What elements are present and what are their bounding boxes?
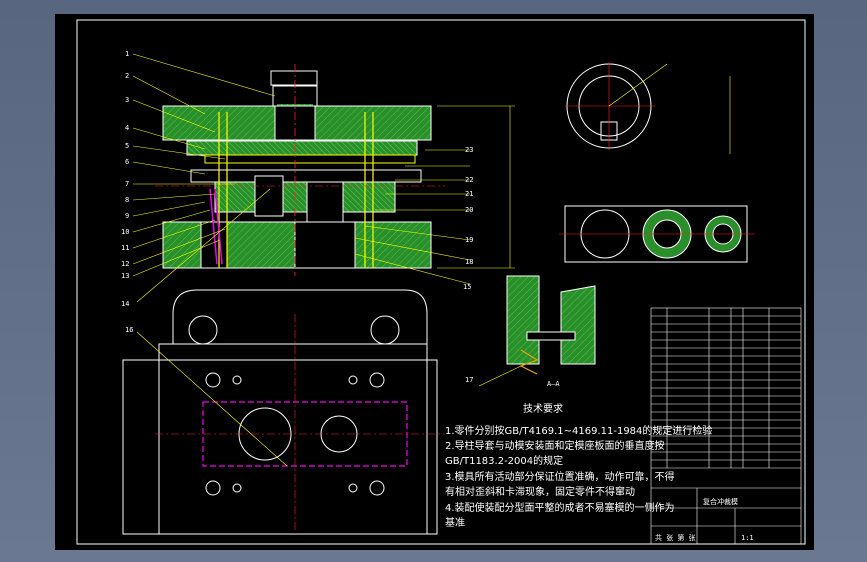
svg-text:3: 3 [125,96,129,104]
tech-req-line-5: 有相对歪斜和卡滞现象，固定零件不得窜动 [445,485,635,498]
technical-requirements: 技术要求 1.零件分别按GB/T4169.1~4169.11-1984的规定进行… [445,402,712,529]
section-label: A—A [547,380,560,388]
svg-text:17: 17 [465,376,473,384]
section-a-a: A—A [478,275,596,388]
tech-req-line-3: GB/T1183.2-2004的规定 [445,454,563,467]
title-block-scale: 1:1 [741,534,754,542]
svg-text:12: 12 [121,260,129,268]
drawing-frame [76,19,806,545]
svg-text:7: 7 [125,180,129,188]
title-block [650,307,802,545]
plan-view [122,289,445,535]
svg-text:6: 6 [125,158,129,166]
svg-text:16: 16 [125,326,133,334]
tech-req-line-7: 基准 [445,516,465,529]
svg-text:1: 1 [125,50,129,58]
ring-view [565,62,731,154]
tech-req-line-2: 2.导柱导套与动模安装面和定模座板面的垂直度按 [445,439,665,452]
svg-text:4: 4 [125,124,129,132]
cad-drawing: 1 2 3 4 5 6 7 8 9 10 11 12 13 14 15 16 1… [76,19,806,545]
tech-req-line-6: 4.装配使装配分型面平整的成者不易塞模的一侧作为 [445,501,675,514]
title-block-sheet: 共 张 第 张 [655,533,696,542]
svg-text:19: 19 [465,236,473,244]
svg-text:9: 9 [125,212,129,220]
svg-text:15: 15 [463,283,471,291]
svg-text:23: 23 [465,146,473,154]
svg-text:11: 11 [121,244,129,252]
drawing-sheet[interactable]: 1 2 3 4 5 6 7 8 9 10 11 12 13 14 15 16 1… [55,14,814,550]
tech-req-line-1: 1.零件分别按GB/T4169.1~4169.11-1984的规定进行检验 [445,424,712,437]
svg-text:14: 14 [121,300,129,308]
strip-layout [559,205,755,263]
tech-req-line-4: 3.模具所有活动部分保证位置准确，动作可靠，不得 [445,470,675,483]
part-number-labels: 1 2 3 4 5 6 7 8 9 10 11 12 13 14 15 16 1… [121,50,473,384]
svg-text:18: 18 [465,258,473,266]
svg-text:8: 8 [125,196,129,204]
title-block-name: 复合冲裁模 [703,497,738,506]
svg-text:21: 21 [465,190,473,198]
svg-text:10: 10 [121,228,129,236]
svg-text:5: 5 [125,142,129,150]
svg-text:13: 13 [121,272,129,280]
tech-req-title: 技术要求 [523,402,563,415]
assembly-section [155,64,515,276]
svg-text:22: 22 [465,176,473,184]
svg-text:20: 20 [465,206,473,214]
svg-text:2: 2 [125,72,129,80]
leader-lines [132,53,471,303]
